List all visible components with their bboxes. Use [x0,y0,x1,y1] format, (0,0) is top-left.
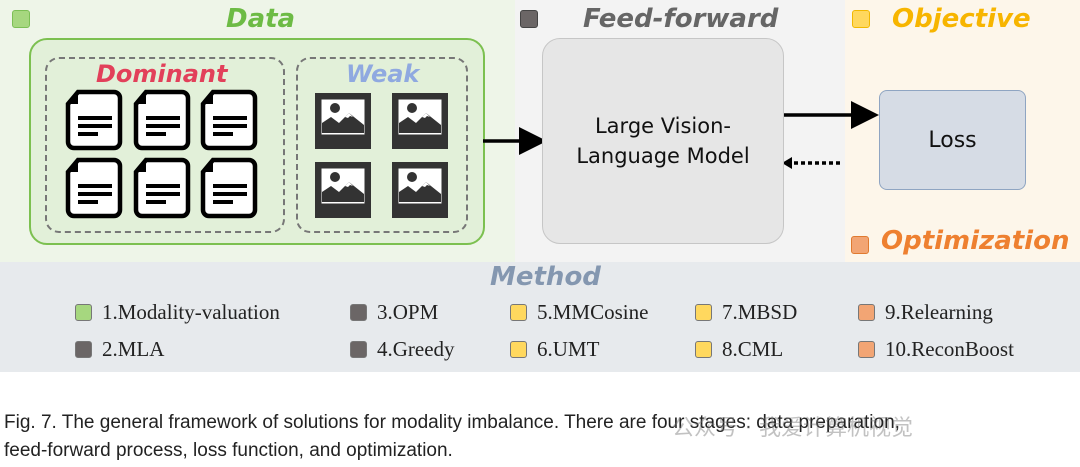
method-label: 9.Relearning [885,300,993,324]
dominant-group [45,57,285,233]
objective-stage-marker [852,10,870,28]
method-legend-item: 4.Greedy [350,337,455,362]
method-legend-item: 8.CML [695,337,783,362]
method-color-swatch [75,304,92,321]
objective-stage-title: Objective [892,4,1031,34]
watermark: 公众号 · 我爱计算机视觉 [672,416,913,441]
method-label: 7.MBSD [722,300,798,324]
optimization-stage-title: Optimization [881,226,1070,256]
method-legend-item: 3.OPM [350,300,438,325]
feed-forward-stage-marker [520,10,538,28]
method-color-swatch [510,341,527,358]
method-color-swatch [75,341,92,358]
document-icon [68,92,255,216]
dominant-label: Dominant [96,60,228,88]
feed-forward-stage-title: Feed-forward [583,4,779,34]
data-stage-marker [12,10,30,28]
caption-line2: feed-forward process, loss function, and… [4,440,453,461]
method-label: 8.CML [722,337,784,361]
method-legend-item: 1.Modality-valuation [75,300,280,325]
method-color-swatch [350,304,367,321]
model-label-line1: Large Vision- [594,114,731,138]
method-color-swatch [695,304,712,321]
method-label: 2.MLA [102,337,165,361]
method-panel [0,262,1080,372]
optimization-stage-marker [851,236,869,254]
weak-group [296,57,468,233]
method-label: 6.UMT [537,337,600,361]
method-legend-item: 2.MLA [75,337,164,362]
method-label: 10.ReconBoost [885,337,1014,361]
image-icon [314,92,449,219]
caption-line1: Fig. 7. The general framework of solutio… [4,412,900,433]
method-label: 3.OPM [377,300,439,324]
method-color-swatch [858,304,875,321]
method-title: Method [490,262,601,292]
diagram-graphics [0,0,879,219]
method-legend-item: 9.Relearning [858,300,993,325]
model-box: Large Vision- Language Model [542,38,784,244]
method-color-swatch [695,341,712,358]
method-legend-item: 6.UMT [510,337,599,362]
loss-label: Loss [928,127,977,153]
method-legend-item: 5.MMCosine [510,300,648,325]
method-label: 1.Modality-valuation [102,300,280,324]
method-color-swatch [858,341,875,358]
method-color-swatch [510,304,527,321]
weak-label: Weak [346,60,420,88]
method-legend-item: 7.MBSD [695,300,797,325]
loss-box: Loss [879,90,1026,190]
model-label-line2: Language Model [576,144,750,168]
data-stage-title: Data [226,4,296,34]
method-color-swatch [350,341,367,358]
method-label: 4.Greedy [377,337,455,361]
method-legend-item: 10.ReconBoost [858,337,1014,362]
method-label: 5.MMCosine [537,300,649,324]
